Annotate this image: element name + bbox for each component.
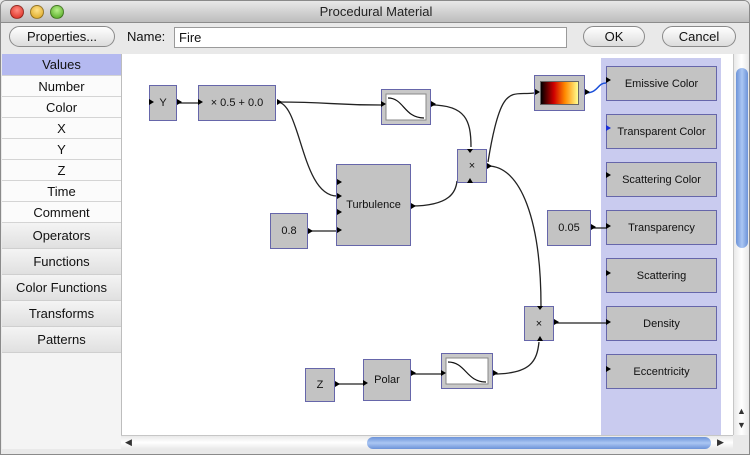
output-label: Scattering Color [622, 173, 701, 186]
ok-button[interactable]: OK [583, 26, 645, 47]
sidebar-item-color[interactable]: Color [2, 97, 121, 118]
curve-graph-icon [385, 93, 427, 121]
curve-node-bottom[interactable] [441, 353, 493, 389]
constant-08-label: 0.8 [281, 225, 297, 237]
output-label: Emissive Color [624, 77, 699, 90]
output-label: Eccentricity [633, 365, 690, 378]
output-scattering-color[interactable]: Scattering Color [606, 162, 717, 197]
title-bar: Procedural Material [1, 1, 749, 23]
polar-node[interactable]: Polar [363, 359, 411, 401]
name-label: Name: [127, 29, 166, 44]
output-density[interactable]: Density [606, 306, 717, 341]
gradient-swatch-icon [540, 81, 579, 105]
turbulence-node[interactable]: Turbulence [336, 164, 411, 246]
output-label: Transparent Color [617, 125, 706, 138]
z-node-label: Z [316, 379, 324, 391]
turbulence-label: Turbulence [346, 199, 401, 211]
close-window-button[interactable] [10, 5, 24, 19]
sidebar-item-number[interactable]: Number [2, 76, 121, 97]
multiply-top-label: × [468, 160, 476, 172]
window-title: Procedural Material [319, 4, 433, 19]
scroll-left-arrow-icon[interactable]: ◀ [125, 437, 132, 447]
sidebar-item-time[interactable]: Time [2, 181, 121, 202]
sidebar-category-values[interactable]: Values [2, 54, 121, 76]
node-palette-sidebar: Values Number Color X Y Z Time Comment O… [2, 54, 121, 449]
constant-08-node[interactable]: 0.8 [270, 213, 308, 249]
curve-graph-icon [445, 357, 489, 385]
multiply-bottom-label: × [535, 317, 543, 330]
output-label: Scattering [636, 269, 687, 282]
horizontal-scroll-thumb[interactable] [367, 437, 711, 449]
multiply-node-bottom[interactable]: × [524, 306, 554, 341]
scroll-up-arrow-icon[interactable]: ▲ [737, 406, 746, 416]
sidebar-category-color-functions[interactable]: Color Functions [2, 275, 121, 301]
cancel-button[interactable]: Cancel [662, 26, 736, 47]
y-node-label: Y [159, 97, 167, 109]
sidebar-category-patterns[interactable]: Patterns [2, 327, 121, 353]
vertical-scrollbar[interactable]: ▲ ▼ [733, 54, 749, 435]
constant-005-label: 0.05 [558, 222, 580, 234]
constant-005-node[interactable]: 0.05 [547, 210, 591, 246]
properties-button[interactable]: Properties... [9, 26, 115, 47]
sidebar-category-transforms[interactable]: Transforms [2, 301, 121, 327]
output-transparent-color[interactable]: Transparent Color [606, 114, 717, 149]
scale-offset-node[interactable]: × 0.5 + 0.0 [198, 85, 276, 121]
horizontal-scrollbar[interactable]: ◀ ▶ [121, 435, 733, 449]
output-emissive-color[interactable]: Emissive Color [606, 66, 717, 101]
sidebar-item-x[interactable]: X [2, 118, 121, 139]
sidebar-category-operators[interactable]: Operators [2, 223, 121, 249]
sidebar-category-functions[interactable]: Functions [2, 249, 121, 275]
zoom-window-button[interactable] [50, 5, 64, 19]
sidebar-item-y[interactable]: Y [2, 139, 121, 160]
sidebar-item-comment[interactable]: Comment [2, 202, 121, 223]
scroll-down-arrow-icon[interactable]: ▼ [737, 420, 746, 430]
output-transparency[interactable]: Transparency [606, 210, 717, 245]
output-label: Transparency [628, 221, 695, 234]
curve-node-top[interactable] [381, 89, 431, 125]
minimize-window-button[interactable] [30, 5, 44, 19]
output-label: Density [643, 317, 680, 330]
toolbar: Properties... Name: Fire OK Cancel [1, 23, 749, 51]
z-node[interactable]: Z [305, 368, 335, 402]
multiply-node-top[interactable]: × [457, 149, 487, 183]
name-field[interactable]: Fire [174, 27, 567, 48]
color-gradient-node[interactable] [534, 75, 585, 111]
scale-offset-label: × 0.5 + 0.0 [210, 97, 264, 109]
polar-label: Polar [374, 374, 400, 386]
vertical-scroll-thumb[interactable] [736, 68, 748, 248]
sidebar-item-z[interactable]: Z [2, 160, 121, 181]
output-scattering[interactable]: Scattering [606, 258, 717, 293]
scroll-right-arrow-icon[interactable]: ▶ [717, 437, 724, 447]
output-eccentricity[interactable]: Eccentricity [606, 354, 717, 389]
